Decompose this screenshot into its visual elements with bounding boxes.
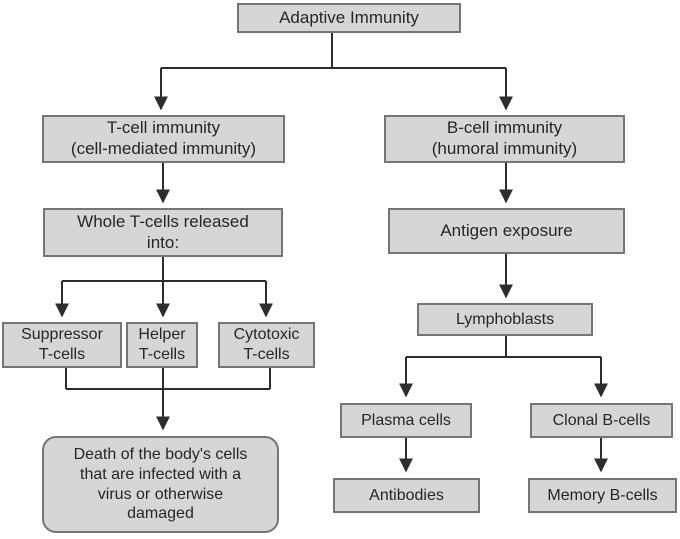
node-death-of-cells: Death of the body's cells that are infec…	[42, 436, 279, 533]
node-memory-b-cells: Memory B-cells	[528, 478, 677, 513]
node-antigen-exposure: Antigen exposure	[388, 208, 625, 254]
node-antibodies: Antibodies	[333, 478, 480, 513]
node-clonal-b-cells: Clonal B-cells	[530, 403, 673, 438]
node-helper-t-cells: Helper T-cells	[126, 322, 198, 368]
node-adaptive-immunity: Adaptive Immunity	[237, 3, 461, 33]
node-t-cell-immunity: T-cell immunity (cell-mediated immunity)	[42, 115, 285, 163]
node-whole-t-cells: Whole T-cells released into:	[43, 208, 283, 257]
node-lymphoblasts: Lymphoblasts	[417, 303, 593, 336]
node-b-cell-immunity: B-cell immunity (humoral immunity)	[384, 115, 625, 163]
node-suppressor-t-cells: Suppressor T-cells	[2, 322, 122, 368]
node-cytotoxic-t-cells: Cytotoxic T-cells	[218, 322, 315, 368]
node-plasma-cells: Plasma cells	[340, 403, 472, 438]
